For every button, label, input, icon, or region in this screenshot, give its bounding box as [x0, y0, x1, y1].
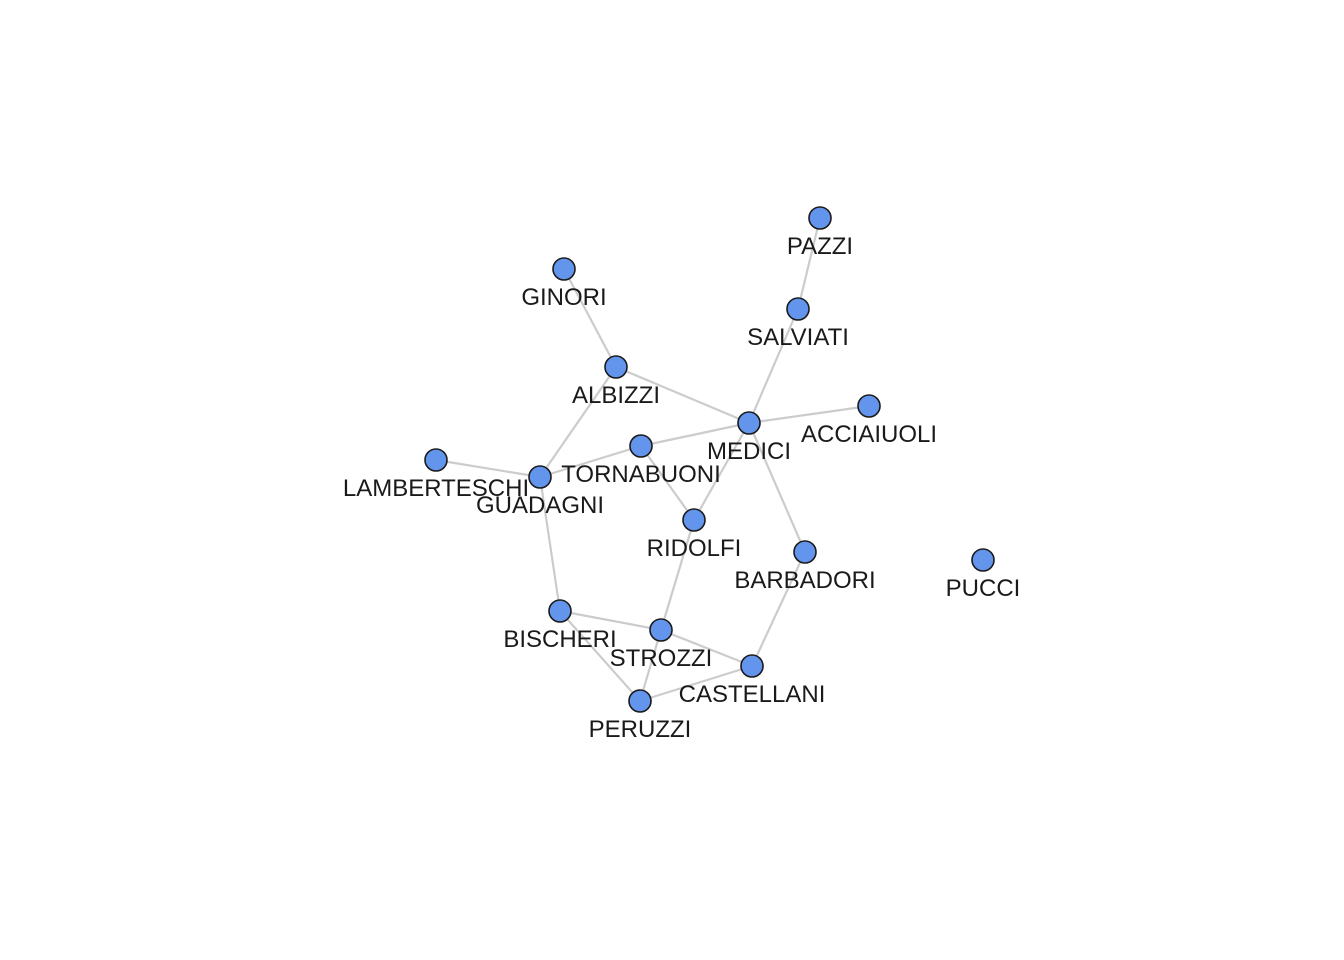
node-strozzi — [649, 618, 673, 642]
node-label-ridolfi: RIDOLFI — [647, 535, 742, 562]
edge-pazzi-salviati — [796, 217, 822, 310]
edges-layer — [435, 217, 870, 703]
node-label-guadagni: GUADAGNI — [476, 492, 604, 519]
node-label-peruzzi: PERUZZI — [589, 716, 692, 743]
node-medici — [737, 411, 761, 435]
node-label-lamberteschi: LAMBERTESCHI — [343, 475, 529, 502]
node-label-pucci: PUCCI — [946, 575, 1021, 602]
node-label-medici: MEDICI — [707, 438, 791, 465]
edge-medici-tornabuoni — [640, 421, 750, 448]
node-barbadori — [793, 540, 817, 564]
nodes-layer — [424, 206, 995, 713]
edge-albizzi-guadagni — [539, 366, 617, 478]
edge-medici-acciaiuoli — [748, 404, 870, 425]
node-label-albizzi: ALBIZZI — [572, 382, 660, 409]
node-label-tornabuoni: TORNABUONI — [561, 461, 721, 488]
node-castellani — [740, 654, 764, 678]
node-peruzzi — [628, 689, 652, 713]
edge-salviati-medici — [747, 308, 800, 424]
edge-lamberteschi-guadagni — [435, 458, 541, 479]
node-label-barbadori: BARBADORI — [734, 567, 875, 594]
node-label-acciaiuoli: ACCIAIUOLI — [801, 421, 937, 448]
node-guadagni — [528, 465, 552, 489]
node-tornabuoni — [629, 434, 653, 458]
edge-strozzi-peruzzi — [638, 629, 663, 702]
edge-albizzi-medici — [615, 365, 750, 425]
node-acciaiuoli — [857, 394, 881, 418]
node-label-strozzi: STROZZI — [610, 645, 713, 672]
node-label-bischeri: BISCHERI — [503, 626, 616, 653]
node-bischeri — [548, 599, 572, 623]
node-ridolfi — [682, 508, 706, 532]
edge-guadagni-bischeri — [538, 476, 562, 612]
edge-ridolfi-strozzi — [659, 519, 696, 631]
node-pazzi — [808, 206, 832, 230]
edge-medici-ridolfi — [693, 422, 750, 521]
labels-layer: ACCIAIUOLI ALBIZZI BARBADORI BISCHERI CASTEL… — [343, 233, 1020, 743]
edge-barbadori-castellani — [751, 551, 806, 667]
edge-guadagni-tornabuoni — [539, 444, 642, 479]
node-label-salviati: SALVIATI — [747, 324, 849, 351]
node-pucci — [971, 548, 995, 572]
node-label-pazzi: PAZZI — [787, 233, 853, 260]
node-ginori — [552, 257, 576, 281]
edge-ginori-albizzi — [563, 268, 617, 368]
node-label-ginori: GINORI — [521, 284, 606, 311]
edge-peruzzi-castellani — [639, 664, 753, 703]
edge-strozzi-castellani — [660, 628, 753, 668]
node-label-castellani: CASTELLANI — [679, 681, 826, 708]
edge-tornabuoni-ridolfi — [640, 445, 695, 521]
node-salviati — [786, 297, 810, 321]
node-lamberteschi — [424, 448, 448, 472]
node-albizzi — [604, 355, 628, 379]
edge-bischeri-strozzi — [559, 609, 662, 632]
edge-medici-barbadori — [747, 422, 807, 553]
edge-bischeri-peruzzi — [559, 610, 641, 702]
